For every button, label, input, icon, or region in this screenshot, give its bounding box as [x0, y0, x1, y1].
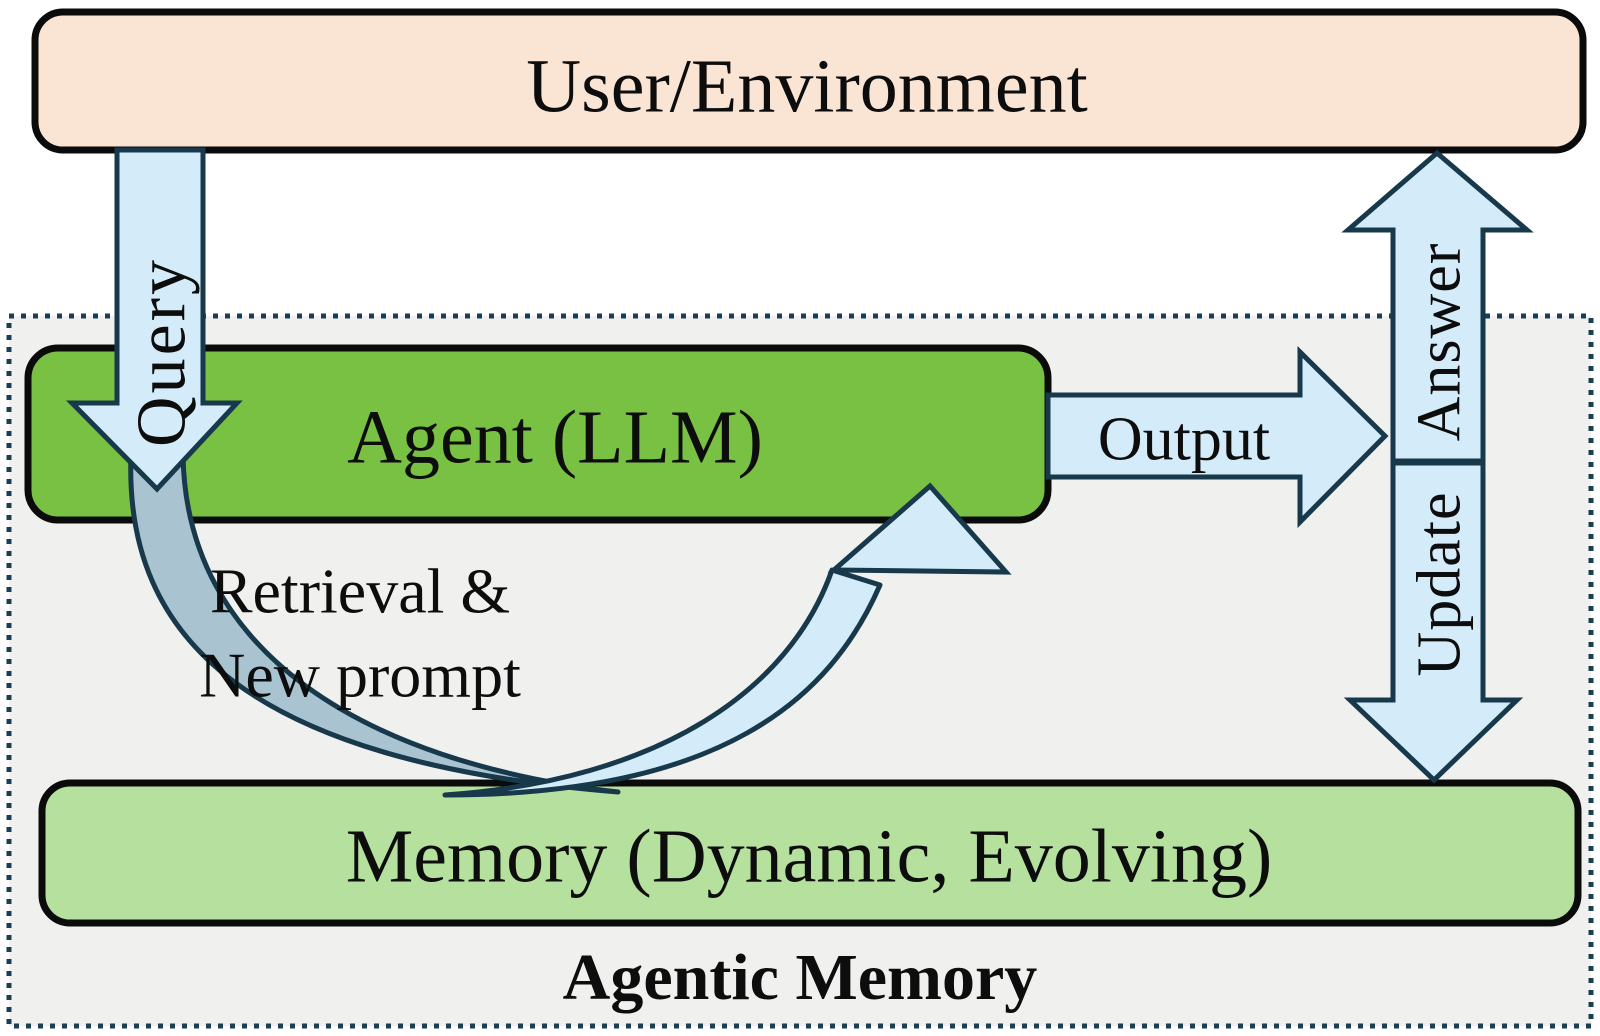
retrieval-loop-label-line2: New prompt — [199, 639, 521, 710]
memory-label: Memory (Dynamic, Evolving) — [346, 815, 1273, 899]
new-prompt-arrowhead — [827, 482, 1012, 575]
retrieval-loop-label-line1: Retrieval & — [210, 555, 510, 626]
user-environment-box — [31, 8, 1587, 154]
retrieval-band — [128, 452, 621, 795]
user-environment-label: User/Environment — [526, 45, 1087, 129]
update-arrow — [1343, 460, 1524, 784]
query-arrow-label: Query — [124, 257, 201, 447]
output-arrow-label: Output — [1098, 406, 1270, 474]
memory-box — [38, 779, 1582, 927]
agentic-memory-title: Agentic Memory — [563, 941, 1038, 1014]
new-prompt-band — [442, 567, 883, 798]
answer-arrow-label: Answer — [1406, 243, 1474, 442]
output-arrow — [1045, 346, 1389, 529]
agent-llm-label: Agent (LLM) — [347, 396, 763, 480]
update-arrow-label: Update — [1406, 491, 1474, 676]
query-arrow — [66, 147, 243, 493]
